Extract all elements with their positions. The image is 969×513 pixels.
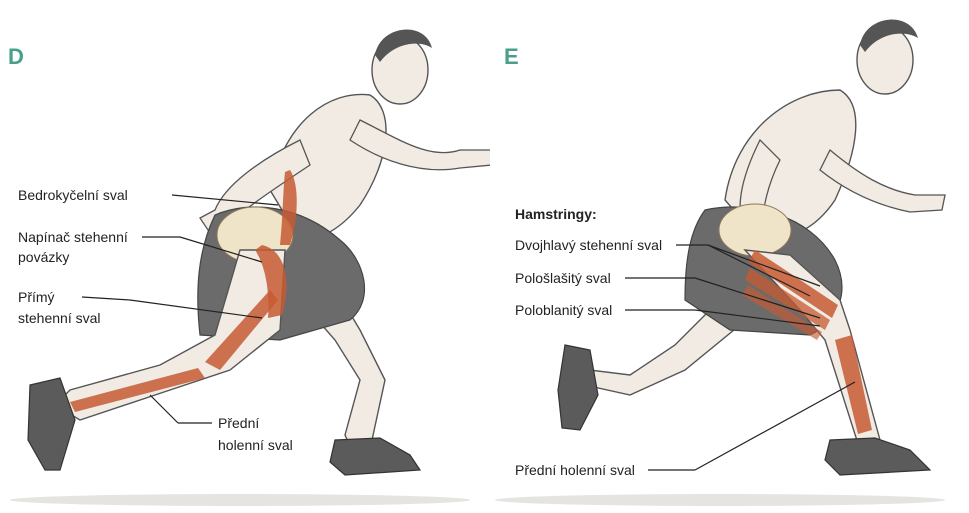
label-tensor-fasciae-latae-line2: povázky bbox=[18, 249, 69, 266]
front-arm bbox=[820, 150, 945, 212]
panel-d: D Bedrokyčelní sval Napínač stehenní pov… bbox=[0, 0, 490, 513]
panel-letter: D bbox=[8, 44, 24, 70]
label-tibialis-anterior-line2: holenní sval bbox=[218, 437, 293, 454]
label-semimembranosus: Poloblanitý sval bbox=[515, 302, 612, 319]
front-shoe bbox=[825, 438, 930, 475]
ground-shadow bbox=[495, 494, 945, 506]
label-rectus-femoris-line1: Přímý bbox=[18, 289, 55, 306]
label-tibialis-anterior-line1: Přední bbox=[218, 415, 259, 432]
ground-shadow bbox=[10, 494, 470, 506]
label-semitendinosus: Pološlašitý sval bbox=[515, 270, 611, 287]
label-iliopsoas: Bedrokyčelní sval bbox=[18, 187, 128, 204]
rear-shoe bbox=[330, 438, 420, 475]
pelvis-bone bbox=[719, 204, 791, 256]
label-rectus-femoris-line2: stehenní sval bbox=[18, 310, 101, 327]
runner-illustration-e bbox=[490, 0, 969, 513]
panel-e: E Hamstringy: Dvojhlavý stehenní sval Po… bbox=[490, 0, 969, 513]
label-hamstrings-heading: Hamstringy: bbox=[515, 206, 597, 223]
front-leg bbox=[55, 250, 285, 420]
rear-shoe bbox=[558, 345, 598, 430]
panel-letter: E bbox=[504, 44, 519, 70]
label-biceps-femoris: Dvojhlavý stehenní sval bbox=[515, 237, 662, 254]
label-tensor-fasciae-latae-line1: Napínač stehenní bbox=[18, 229, 128, 246]
label-tibialis-anterior: Přední holenní sval bbox=[515, 462, 635, 479]
